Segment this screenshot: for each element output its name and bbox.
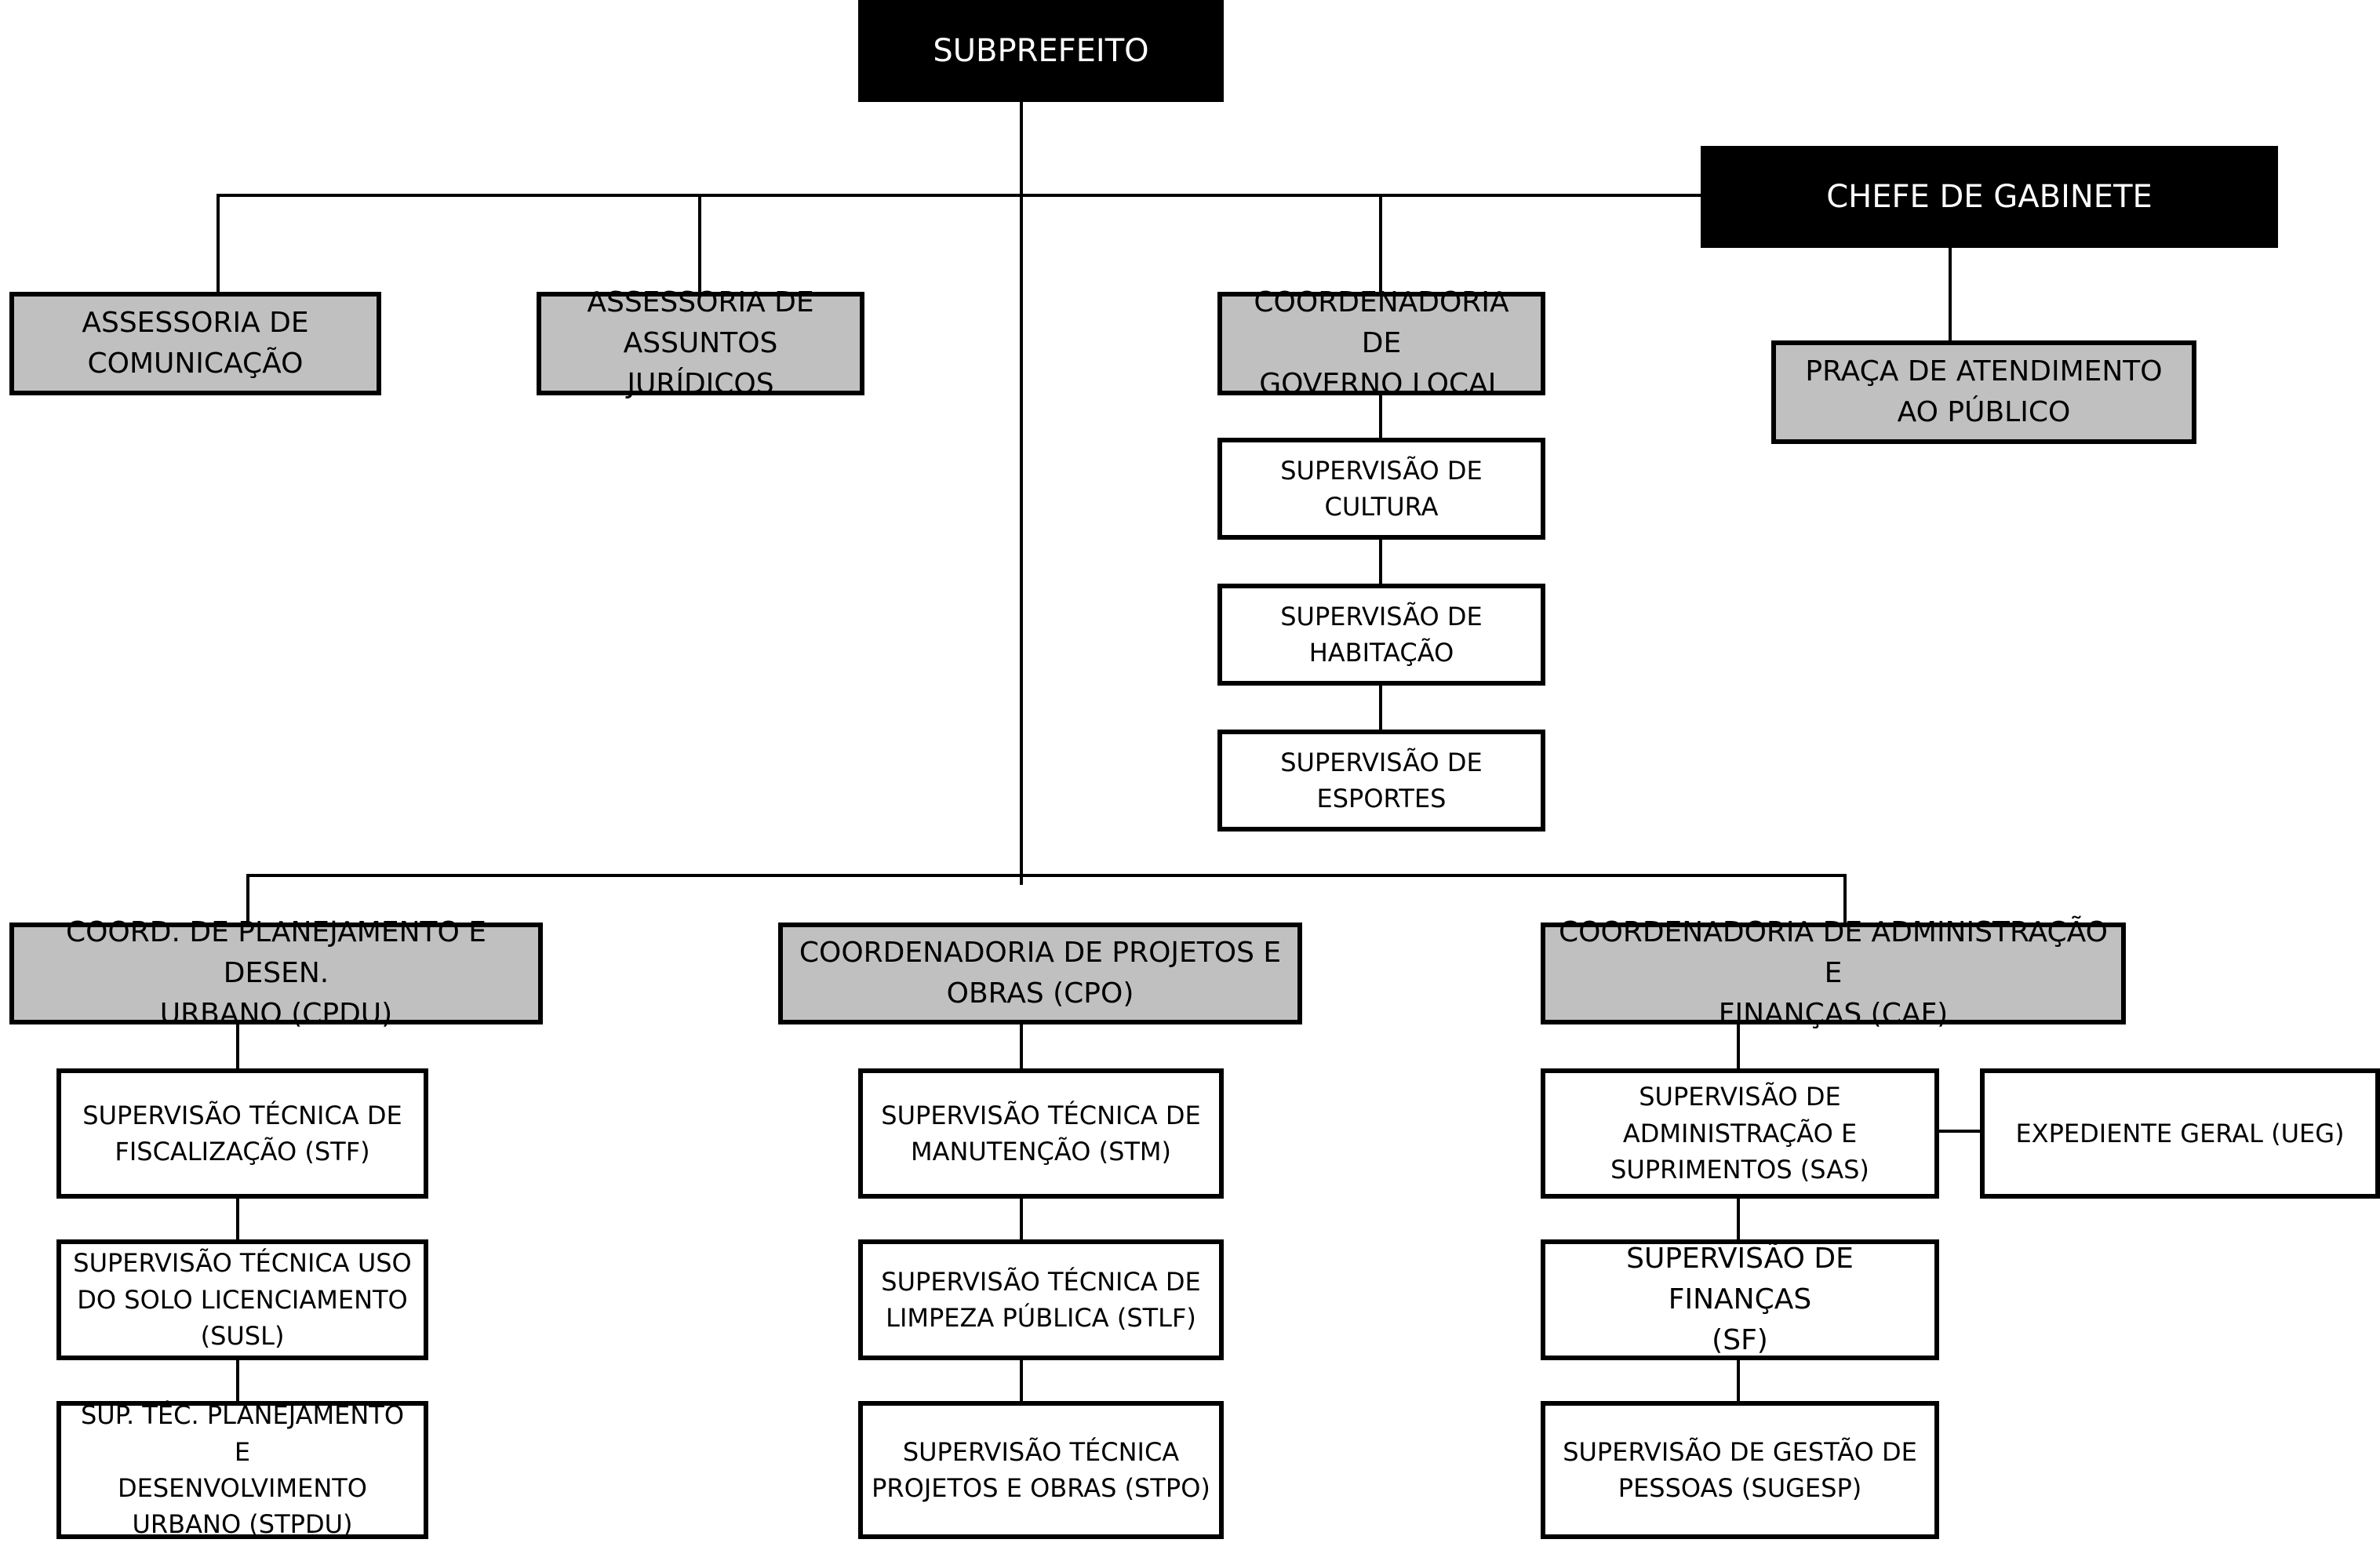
ueg-box: EXPEDIENTE GERAL (UEG) [1980, 1068, 2380, 1199]
connector-line [236, 1197, 239, 1241]
sf-label: SUPERVISÃO DE FINANÇAS (SF) [1626, 1242, 1854, 1357]
connector-line [246, 874, 249, 924]
susl-label: SUPERVISÃO TÉCNICA USO DO SOLO LICENCIAM… [73, 1248, 412, 1352]
chefe-gabinete-label: CHEFE DE GABINETE [1826, 179, 2153, 215]
stf-label: SUPERVISÃO TÉCNICA DE FISCALIZAÇÃO (STF) [82, 1100, 402, 1166]
coord-cpdu-box: COORD. DE PLANEJAMENTO E DESEN. URBANO (… [9, 916, 543, 1030]
sup-habitacao-label: SUPERVISÃO DE HABITAÇÃO [1280, 601, 1483, 668]
sup-habitacao-box: SUPERVISÃO DE HABITAÇÃO [1217, 584, 1545, 686]
stf-box: SUPERVISÃO TÉCNICA DE FISCALIZAÇÃO (STF) [56, 1068, 428, 1199]
susl-box: SUPERVISÃO TÉCNICA USO DO SOLO LICENCIAM… [56, 1239, 428, 1360]
stpdu-label: SUP. TÉC. PLANEJAMENTO E DESENVOLVIMENTO… [80, 1400, 404, 1540]
sas-label: SUPERVISÃO DE ADMINISTRAÇÃO E SUPRIMENTO… [1610, 1082, 1869, 1185]
coord-cpdu-label: COORD. DE PLANEJAMENTO E DESEN. URBANO (… [65, 915, 487, 1031]
chefe-gabinete-box: CHEFE DE GABINETE [1701, 146, 2278, 248]
coord-governo-local-label: COORDENADORIA DE GOVERNO LOCAL [1254, 286, 1509, 401]
stlf-label: SUPERVISÃO TÉCNICA DE LIMPEZA PÚBLICA (S… [881, 1266, 1201, 1333]
sup-cultura-box: SUPERVISÃO DE CULTURA [1217, 438, 1545, 540]
connector-line [1020, 1359, 1023, 1403]
connector-line [1020, 1197, 1023, 1241]
connector-line [1949, 245, 1952, 342]
sup-esportes-label: SUPERVISÃO DE ESPORTES [1280, 747, 1483, 813]
connector-line [1843, 874, 1847, 924]
stlf-box: SUPERVISÃO TÉCNICA DE LIMPEZA PÚBLICA (S… [858, 1239, 1224, 1360]
sugesp-box: SUPERVISÃO DE GESTÃO DE PESSOAS (SUGESP) [1541, 1401, 1939, 1539]
connector-line [1379, 538, 1382, 585]
connector-line [1020, 100, 1023, 885]
connector-line [236, 1023, 239, 1070]
connector-line [246, 874, 1847, 877]
coord-cpo-label: COORDENADORIA DE PROJETOS E OBRAS (CPO) [799, 936, 1282, 1010]
praca-atendimento-box: PRAÇA DE ATENDIMENTO AO PÚBLICO [1771, 340, 2196, 444]
connector-line [1936, 1130, 1983, 1133]
coord-cpo-box: COORDENADORIA DE PROJETOS E OBRAS (CPO) [778, 923, 1302, 1024]
stpdu-box: SUP. TÉC. PLANEJAMENTO E DESENVOLVIMENTO… [56, 1400, 428, 1539]
connector-line [217, 194, 1704, 197]
connector-line [698, 194, 701, 293]
connector-line [1379, 194, 1382, 293]
sup-cultura-label: SUPERVISÃO DE CULTURA [1280, 455, 1483, 522]
stpo-box: SUPERVISÃO TÉCNICA PROJETOS E OBRAS (STP… [858, 1401, 1224, 1539]
sup-esportes-box: SUPERVISÃO DE ESPORTES [1217, 730, 1545, 832]
subprefeito-box: SUBPREFEITO [858, 0, 1224, 102]
connector-line [1737, 1197, 1740, 1241]
subprefeito-label: SUBPREFEITO [933, 33, 1149, 69]
praca-atendimento-label: PRAÇA DE ATENDIMENTO AO PÚBLICO [1805, 355, 2163, 428]
assessoria-comunicacao-label: ASSESSORIA DE COMUNICAÇÃO [82, 306, 309, 380]
assessoria-comunicacao-box: ASSESSORIA DE COMUNICAÇÃO [9, 292, 381, 395]
coord-caf-box: COORDENADORIA DE ADMINISTRAÇÃO E FINANÇA… [1541, 916, 2126, 1030]
assessoria-juridicos-box: ASSESSORIA DE ASSUNTOS JURÍDICOS [537, 286, 864, 400]
connector-line [1737, 1023, 1740, 1070]
stpo-label: SUPERVISÃO TÉCNICA PROJETOS E OBRAS (STP… [872, 1436, 1210, 1503]
sas-box: SUPERVISÃO DE ADMINISTRAÇÃO E SUPRIMENTO… [1541, 1068, 1939, 1199]
stm-label: SUPERVISÃO TÉCNICA DE MANUTENÇÃO (STM) [881, 1100, 1201, 1166]
stm-box: SUPERVISÃO TÉCNICA DE MANUTENÇÃO (STM) [858, 1068, 1224, 1199]
connector-line [236, 1359, 239, 1403]
coord-caf-label: COORDENADORIA DE ADMINISTRAÇÃO E FINANÇA… [1559, 915, 2108, 1031]
coord-governo-local-box: COORDENADORIA DE GOVERNO LOCAL [1217, 286, 1545, 400]
sugesp-label: SUPERVISÃO DE GESTÃO DE PESSOAS (SUGESP) [1563, 1436, 1917, 1503]
connector-line [1379, 394, 1382, 441]
connector-line [1020, 1023, 1023, 1070]
connector-line [1379, 684, 1382, 731]
connector-line [1737, 1359, 1740, 1403]
ueg-label: EXPEDIENTE GERAL (UEG) [2015, 1118, 2345, 1148]
connector-line [217, 194, 220, 293]
assessoria-juridicos-label: ASSESSORIA DE ASSUNTOS JURÍDICOS [587, 286, 814, 401]
sf-box: SUPERVISÃO DE FINANÇAS (SF) [1541, 1239, 1939, 1360]
